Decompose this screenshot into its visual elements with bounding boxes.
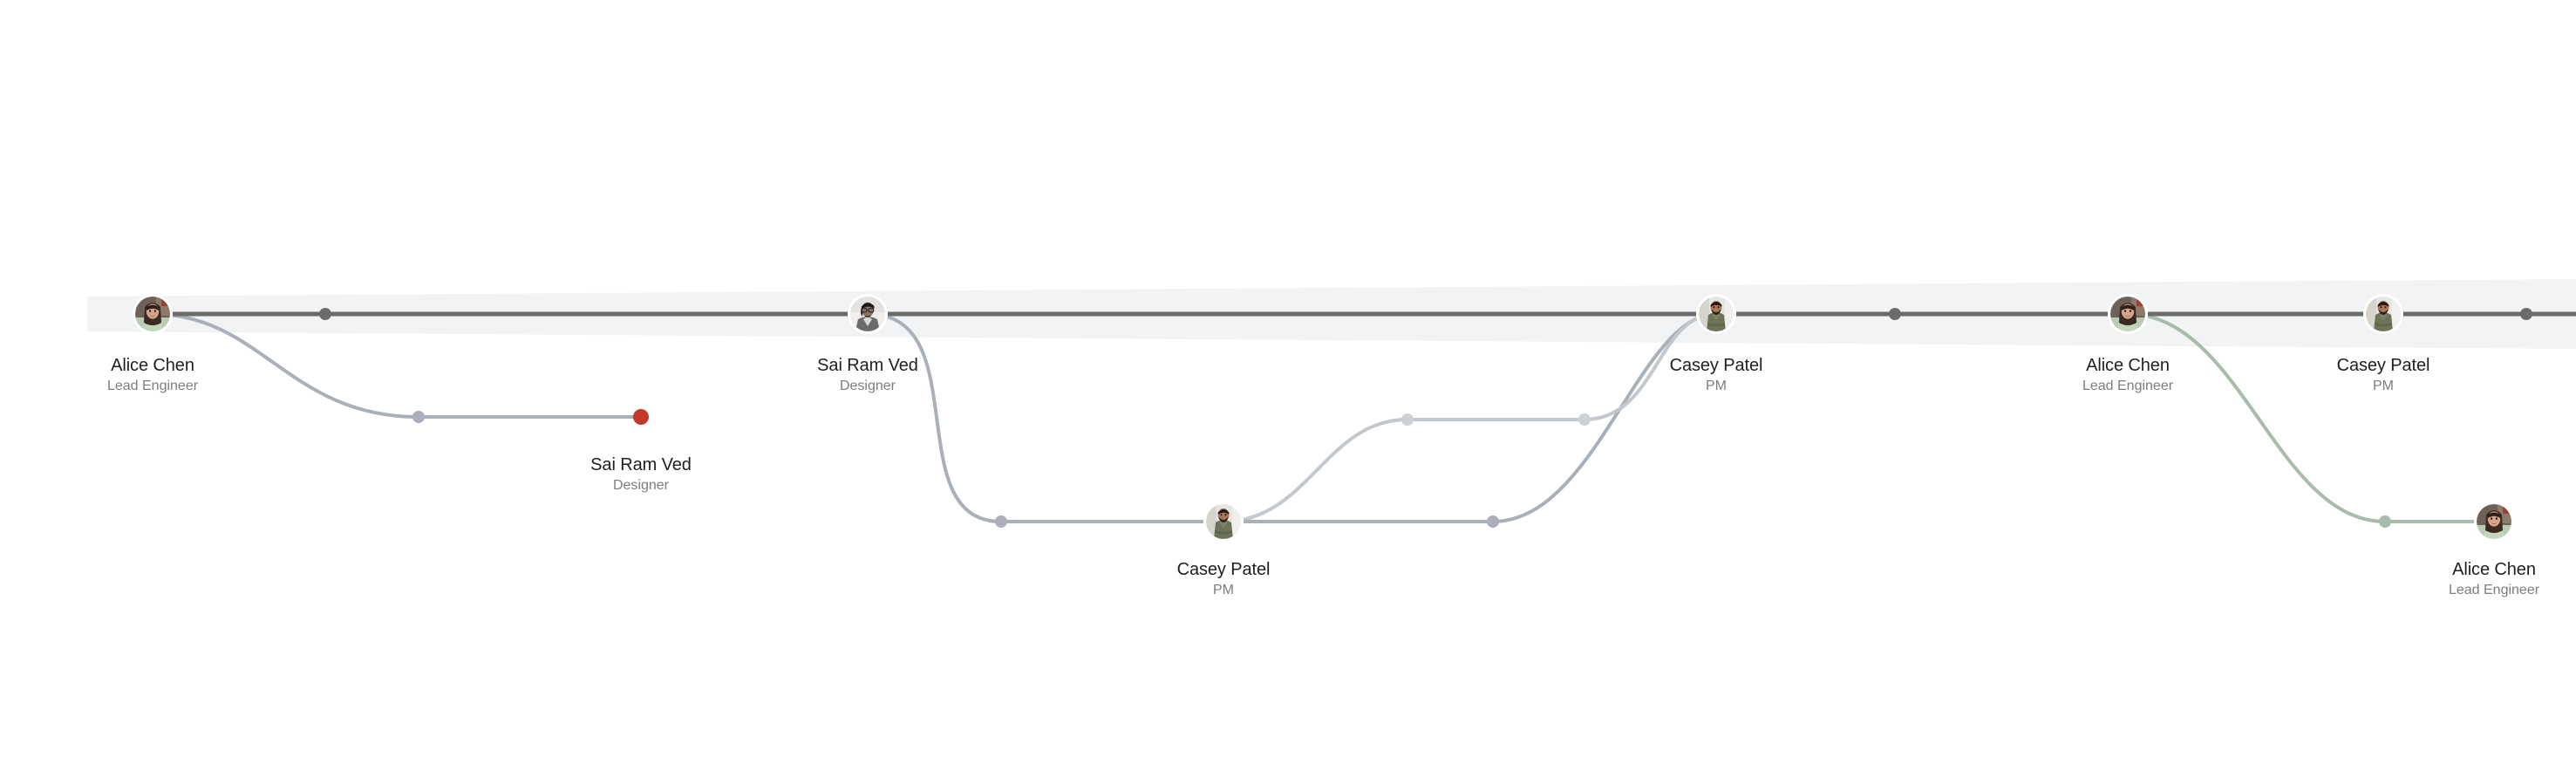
avatar[interactable] (2108, 294, 2148, 334)
branch-path (866, 312, 1225, 523)
branch-dot[interactable] (1401, 413, 1414, 426)
node-name: Casey Patel (1669, 356, 1763, 375)
commit-dots (319, 308, 2532, 528)
node-role: PM (2372, 378, 2394, 393)
node-name: Casey Patel (1176, 560, 1271, 579)
node-role: Lead Engineer (106, 378, 199, 393)
commit-dot[interactable] (2520, 308, 2532, 320)
commit-dot[interactable] (1889, 308, 1901, 320)
branch-dot[interactable] (412, 411, 425, 423)
node-name: Sai Ram Ved (817, 356, 918, 375)
avatar[interactable] (2363, 294, 2403, 334)
branch-path (151, 312, 643, 419)
avatar[interactable] (1696, 294, 1736, 334)
node-role: Lead Engineer (2082, 378, 2174, 393)
branch-dot[interactable] (995, 515, 1007, 528)
avatar-photo (2110, 297, 2145, 331)
node-role: Lead Engineer (2448, 582, 2540, 597)
branch-dot[interactable] (1487, 515, 1499, 528)
commit-dot[interactable] (319, 308, 331, 320)
avatar-photo (1699, 297, 1734, 331)
node-name: Alice Chen (2452, 560, 2536, 579)
branch-path (2126, 312, 2496, 523)
branch-paths (151, 312, 2496, 523)
node-role: Designer (612, 477, 670, 493)
branch-dot[interactable] (2379, 515, 2391, 528)
avatar[interactable] (133, 294, 173, 334)
avatar-photo (1206, 504, 1241, 539)
node-name: Alice Chen (111, 356, 194, 375)
node-role: Designer (839, 378, 896, 393)
avatar-photo (850, 297, 885, 331)
avatar-photo (135, 297, 170, 331)
avatar[interactable] (1203, 502, 1244, 542)
node-name: Sai Ram Ved (590, 455, 692, 474)
node-name: Alice Chen (2086, 356, 2170, 375)
branch-path (1222, 418, 1586, 523)
branch-dot[interactable] (1578, 413, 1591, 426)
branch-endpoint-dot[interactable] (633, 409, 649, 425)
avatar-photo (2366, 297, 2401, 331)
node-role: PM (1705, 378, 1727, 393)
node-name: Casey Patel (2336, 356, 2430, 375)
node-role: PM (1212, 582, 1234, 597)
avatar-photo (2477, 504, 2511, 539)
avatar[interactable] (848, 294, 888, 334)
avatar[interactable] (2474, 502, 2514, 542)
